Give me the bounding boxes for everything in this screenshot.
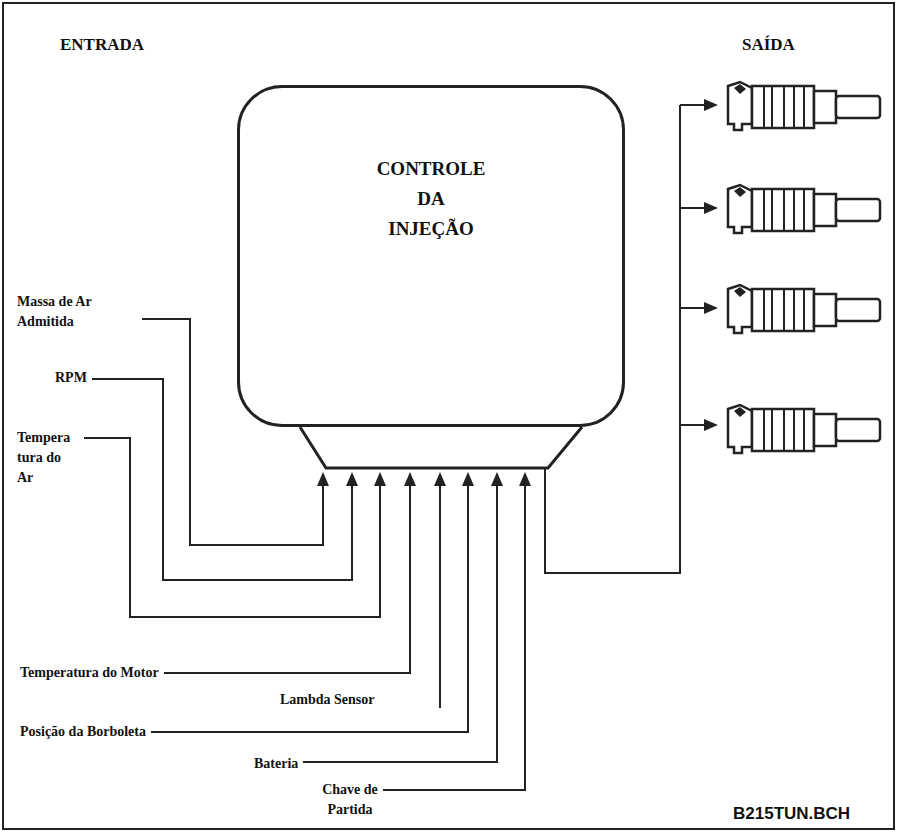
input-signal-label: Chave de Partida — [312, 780, 388, 820]
output-wire — [680, 307, 706, 309]
input-signal-label: RPM — [55, 368, 87, 388]
controller-base — [300, 427, 582, 468]
input-signal-label: Temperatura do Motor — [20, 663, 159, 683]
section-heading: ENTRADA — [60, 34, 144, 56]
arrow-head — [704, 302, 718, 314]
input-signal-label: Massa de Ar Admitida — [17, 292, 137, 332]
input-signal-label: Tempera tura do Ar — [17, 428, 79, 488]
box-title: CONTROLE DA INJEÇÃO — [377, 154, 486, 244]
arrow-head — [704, 99, 718, 111]
arrow-head — [374, 472, 386, 486]
controller-box: CONTROLE DA INJEÇÃO — [237, 85, 625, 427]
input-signal-label: Posição da Borboleta — [20, 722, 146, 742]
output-wire — [680, 104, 706, 106]
arrow-head — [434, 472, 446, 486]
arrow-head — [704, 419, 718, 431]
signal-wire — [439, 482, 441, 708]
signal-wire — [303, 482, 497, 762]
arrow-head — [704, 202, 718, 214]
drawing-code: B215TUN.BCH — [733, 803, 850, 825]
signal-wire — [151, 482, 468, 732]
arrow-head — [491, 472, 503, 486]
input-signal-label: Bateria — [254, 754, 298, 774]
output-wire — [680, 207, 706, 209]
arrow-head — [519, 472, 531, 486]
signal-wire — [164, 482, 410, 673]
arrow-head — [317, 472, 329, 486]
arrow-head — [346, 472, 358, 486]
input-signal-label: Lambda Sensor — [280, 690, 375, 710]
output-wire — [680, 424, 706, 426]
section-heading: SAÍDA — [742, 34, 795, 56]
signal-wire — [84, 438, 380, 617]
signal-wire — [383, 482, 525, 790]
arrow-head — [462, 472, 474, 486]
arrow-head — [404, 472, 416, 486]
